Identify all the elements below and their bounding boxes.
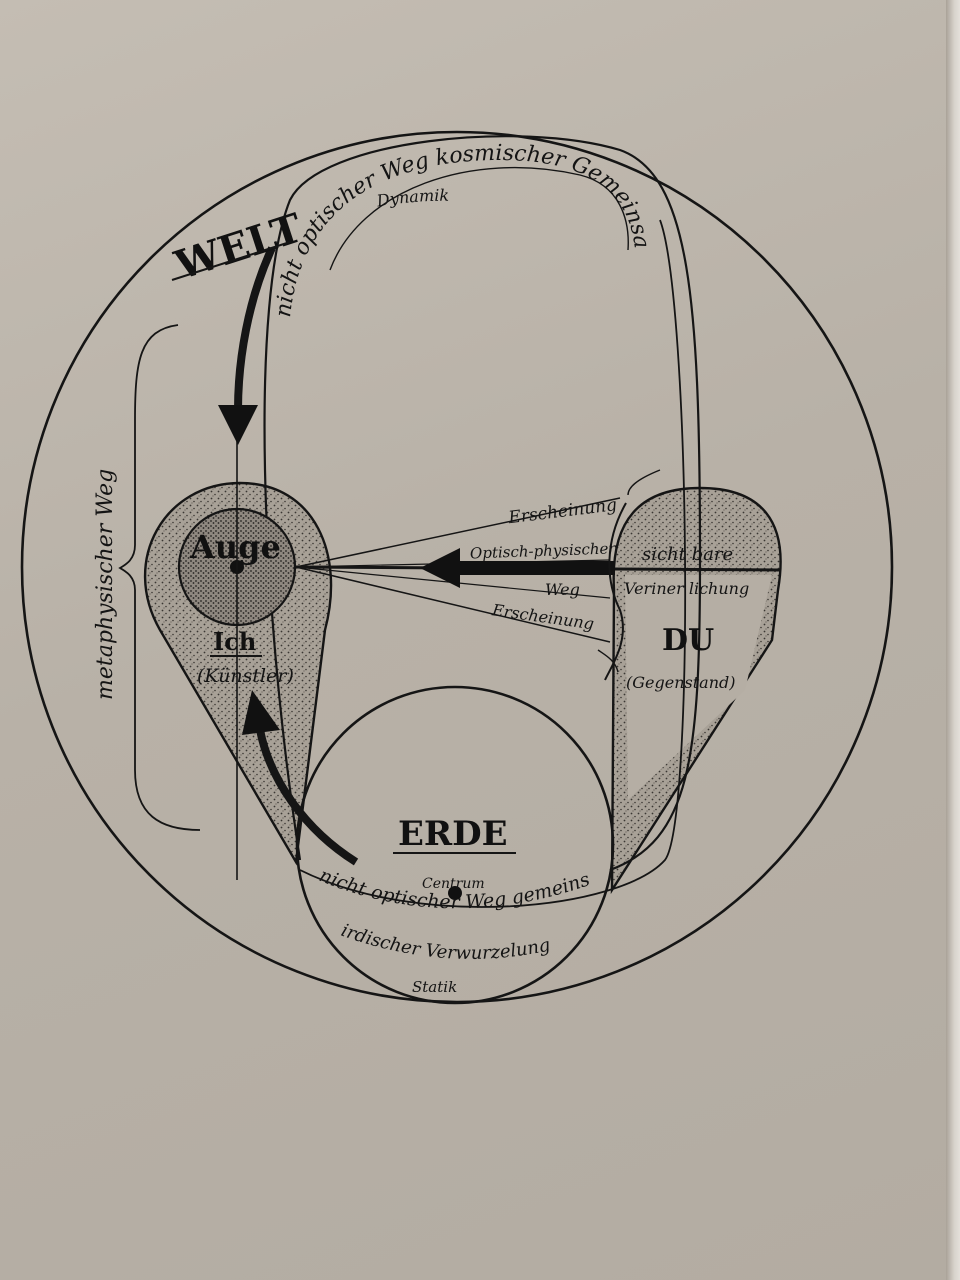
du-label: DU <box>662 623 714 658</box>
verinnerlichung-label: Veriner lichung <box>624 579 749 598</box>
kuenstler-label: (Künstler) <box>197 665 294 687</box>
ray-top <box>295 497 621 568</box>
welt-underline <box>171 241 291 281</box>
upper-path-label: nicht optischer Weg kosmischer Gemeinsam… <box>0 0 654 319</box>
erde-arrow-shaft <box>256 729 359 866</box>
erscheinung-hook-bottom <box>597 649 619 673</box>
welt-arrow-shaft <box>234 246 276 411</box>
du-boundary <box>604 502 627 681</box>
optical-arrow-head <box>420 548 460 588</box>
gegenstand-label: (Gegenstand) <box>626 673 735 692</box>
statik-label: Statik <box>412 978 457 996</box>
centrum-label: Centrum <box>422 876 485 892</box>
metaphysical-brace <box>118 324 201 831</box>
welt-arrow-head <box>218 405 258 445</box>
du-inner <box>625 575 772 800</box>
inner-loop <box>299 219 687 908</box>
weg-label: Weg <box>545 580 580 599</box>
optisch-physischer-label: Optisch-physischer <box>470 539 617 562</box>
dynamik-label: Dynamik <box>374 186 449 211</box>
sichtbare-label: sicht bare <box>642 544 733 565</box>
auge-label: Auge <box>189 528 281 566</box>
optical-arrow-shaft <box>455 561 615 575</box>
erde-center-dot <box>448 886 462 900</box>
ich-label: Ich <box>213 627 256 656</box>
upper-path-arc <box>329 166 629 271</box>
paper-edge <box>946 0 960 1280</box>
erde-label: ERDE <box>398 814 508 854</box>
lower-path-label-2: irdischer Verwurzelung <box>338 920 552 964</box>
erde-arrow-head <box>242 690 280 735</box>
erscheinung-top-label: Erscheinung <box>506 495 618 528</box>
erscheinung-bottom-label: Erscheinung <box>490 600 595 633</box>
cosmic-loop <box>263 135 702 872</box>
ray-bottom <box>295 566 611 643</box>
erscheinung-hook-top <box>627 469 661 496</box>
metaphysical-label: metaphysischer Weg <box>93 469 118 700</box>
